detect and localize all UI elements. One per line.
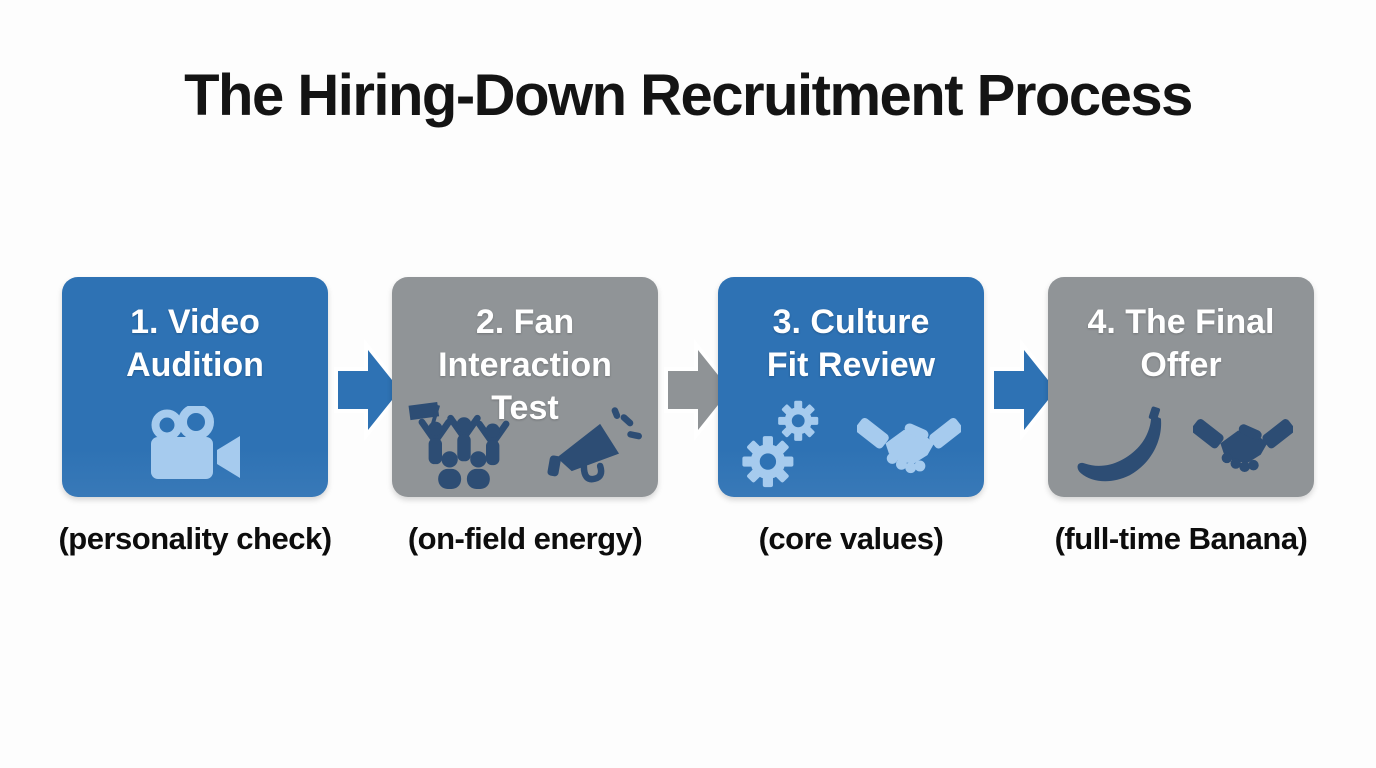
step-1-icons [62, 399, 328, 491]
video-camera-icon [143, 406, 247, 484]
flow-arrow-3 [990, 338, 1062, 442]
flow-arrow-1 [334, 338, 406, 442]
step-4-label: 4. The Final Offer [1087, 303, 1275, 384]
step-box-2: 2. Fan Interaction Test [392, 277, 658, 497]
diagram-title: The Hiring-Down Recruitment Process [184, 63, 1193, 128]
banana-icon [1069, 405, 1167, 485]
step-2-label: 2. Fan Interaction Test [438, 303, 612, 427]
step-1-caption: (personality check) [58, 521, 332, 556]
step-2-caption: (on-field energy) [407, 521, 643, 556]
step-3-caption: (core values) [758, 521, 944, 556]
step-2-icons [392, 399, 658, 491]
step-3-label: 3. Culture Fit Review [766, 303, 936, 384]
step-4-icons [1048, 399, 1314, 491]
gears-icon [742, 400, 819, 488]
megaphone-icon [540, 406, 644, 484]
fan-crowd-icon [406, 401, 522, 489]
step-1-label: 1. Video Audition [126, 303, 264, 384]
step-box-3: 3. Culture Fit Review [718, 277, 984, 497]
handshake-icon [1193, 412, 1293, 478]
flow-arrow-2 [664, 338, 736, 442]
handshake-icon [857, 411, 961, 479]
step-3-icons [718, 399, 984, 491]
step-4-caption: (full-time Banana) [1054, 521, 1308, 556]
step-box-4: 4. The Final Offer [1048, 277, 1314, 497]
step-box-1: 1. Video Audition [62, 277, 328, 497]
